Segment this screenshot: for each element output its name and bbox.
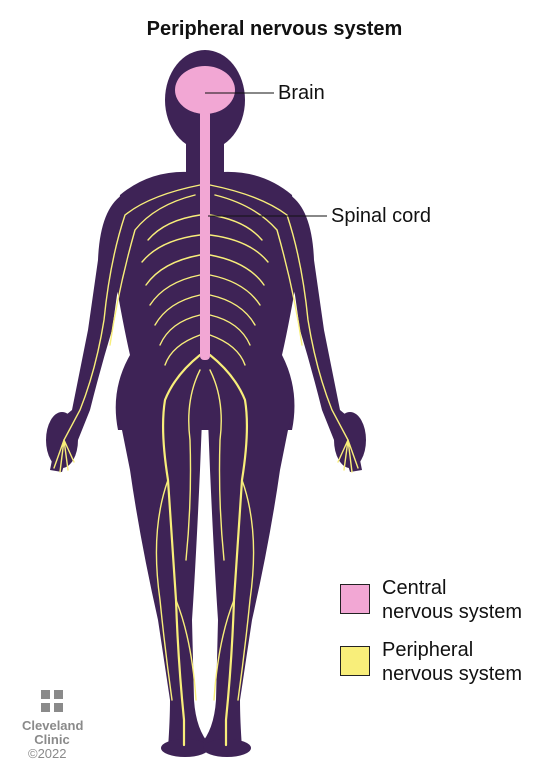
legend: Central nervous system Peripheral nervou… xyxy=(340,576,542,700)
legend-label-peripheral: Peripheral nervous system xyxy=(382,639,523,685)
peripheral-nerves xyxy=(53,184,359,747)
callout-lines xyxy=(205,92,327,217)
cleveland-clinic-logo-icon xyxy=(41,690,63,712)
logo-text-line1: Cleveland xyxy=(22,718,84,733)
brain-shape xyxy=(175,66,235,114)
page-title: Peripheral nervous system xyxy=(146,18,403,40)
central-nervous-system xyxy=(175,66,235,360)
legend-item-central: Central nervous system xyxy=(340,576,542,624)
cleveland-clinic-logo: Cleveland Clinic xyxy=(22,690,84,747)
spinal-cord-label: Spinal cord xyxy=(331,205,432,227)
logo-text-line2: Clinic xyxy=(34,732,70,747)
legend-swatch-peripheral xyxy=(340,646,370,676)
legend-swatch-central xyxy=(340,584,370,614)
legend-label-central: Central nervous system xyxy=(382,577,523,623)
legend-item-peripheral: Peripheral nervous system xyxy=(340,638,542,686)
copyright: ©2022 xyxy=(28,746,67,761)
spinal-cord-shape xyxy=(200,110,210,360)
brain-label: Brain xyxy=(278,82,325,104)
